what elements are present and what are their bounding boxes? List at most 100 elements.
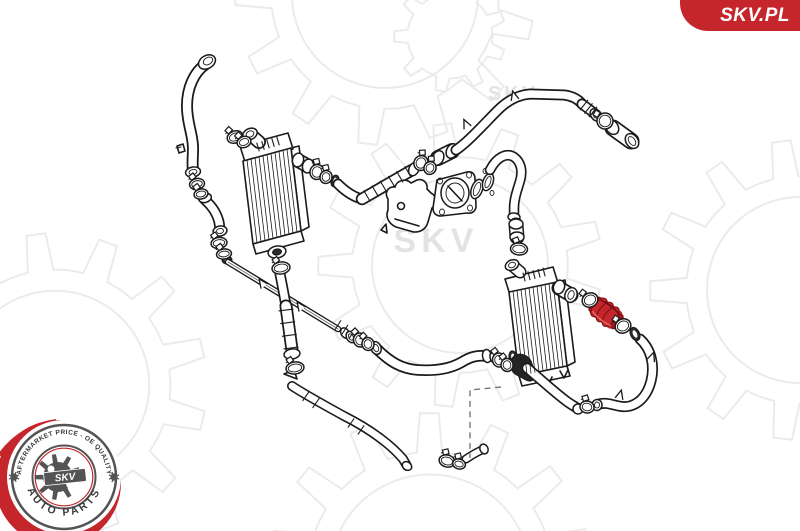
rib-line (256, 142, 260, 152)
brand-logo: SKV.PL (680, 0, 800, 31)
intercooler-fin (536, 286, 548, 371)
throttle-body (432, 171, 477, 217)
hose (373, 345, 490, 375)
intercooler-fin (246, 159, 258, 243)
intercooler-fin (524, 288, 536, 373)
generated-details (187, 89, 656, 470)
hose-clamp (209, 231, 228, 250)
rib-line (278, 308, 294, 312)
rib-line (527, 271, 531, 281)
ribbed-hose (281, 301, 297, 355)
hose-clamp (423, 155, 437, 176)
rib-line (347, 418, 355, 428)
gasket-ring (481, 172, 495, 192)
left-intercooler (239, 132, 310, 255)
hose (182, 59, 211, 175)
hose-tab (258, 277, 268, 289)
rib-line (276, 136, 280, 146)
rib-line (334, 320, 342, 330)
watermark-gear (393, 0, 506, 93)
gear-icon (8, 471, 20, 483)
rib-line (363, 190, 371, 202)
rib-line (357, 425, 365, 435)
intercooler-fin (278, 151, 290, 235)
rib-line (537, 268, 541, 278)
watermark-gear (234, 0, 534, 146)
hose-clip (176, 143, 186, 154)
rib-line (312, 397, 320, 409)
rib-line (302, 390, 310, 402)
rib-line (341, 324, 349, 335)
intercooler-fin (258, 156, 270, 240)
gear-icon (108, 471, 120, 483)
rib-line (283, 346, 299, 350)
hose-clamp (285, 355, 305, 375)
hose-end (197, 54, 217, 70)
intercooler-tank (239, 132, 294, 163)
badge-banner: SKV (43, 468, 87, 486)
dashed-reference-line (469, 386, 502, 458)
rib-line (396, 170, 404, 183)
intercooler-fin (274, 152, 286, 236)
rib-line (579, 99, 589, 111)
intercooler-fin (282, 150, 294, 234)
intercooler-fin (544, 284, 556, 369)
intercooler-fin (528, 287, 540, 372)
watermark-gear (273, 412, 587, 531)
intercooler-fin (270, 153, 282, 237)
intercooler-fin (520, 289, 532, 374)
hose-clamp (592, 109, 614, 130)
rib-line (588, 106, 598, 118)
rib-line (584, 103, 593, 114)
intercooler-fin (254, 157, 266, 241)
rib-line (371, 185, 379, 198)
rib-line (532, 270, 536, 279)
rib-line (379, 180, 388, 193)
hose-tab (614, 388, 624, 401)
flange-part (380, 178, 437, 234)
rib-line (261, 141, 265, 150)
hose-clamp (579, 394, 595, 414)
hose-clamp (451, 452, 467, 470)
intercooler-fin (532, 286, 544, 372)
intercooler-fin (512, 291, 524, 376)
rib-line (271, 138, 275, 147)
hose (486, 151, 525, 218)
rib-line (266, 139, 270, 149)
intercooler-fin (552, 282, 564, 367)
intercooler-fin (250, 158, 262, 242)
hose-clamp (192, 182, 209, 200)
hose (595, 335, 657, 411)
hose-clamp (611, 314, 632, 334)
brand-logo-text: SKV.PL (720, 4, 790, 26)
rib-line (281, 333, 297, 337)
gasket-ring (470, 178, 484, 200)
intercooler-fin (548, 283, 560, 368)
hose-clamp (271, 255, 291, 275)
watermark-gear (649, 139, 800, 441)
hose (201, 196, 224, 233)
hose-clamp (319, 163, 333, 185)
hose-tab (296, 300, 306, 312)
rib-line (522, 272, 526, 282)
hose-clamp (578, 288, 599, 308)
rib-line (404, 166, 412, 178)
hose-tab (463, 118, 472, 130)
rib-line (280, 321, 296, 325)
hose-clamp (438, 448, 456, 468)
hose-tab (646, 350, 656, 363)
intercooler-fin (540, 285, 552, 370)
intercooler-fin (266, 154, 278, 238)
rib-line (542, 267, 546, 277)
hose-clamp (215, 242, 233, 260)
hose-clamp (233, 130, 252, 149)
ribbed-hose (357, 165, 417, 204)
hose-clamp (358, 331, 375, 352)
badge-gear-icons (8, 471, 120, 483)
hose-clamp (509, 236, 529, 256)
hose-clamp (498, 352, 514, 373)
intercooler-fin (516, 290, 528, 375)
intercooler-fin (262, 155, 274, 239)
